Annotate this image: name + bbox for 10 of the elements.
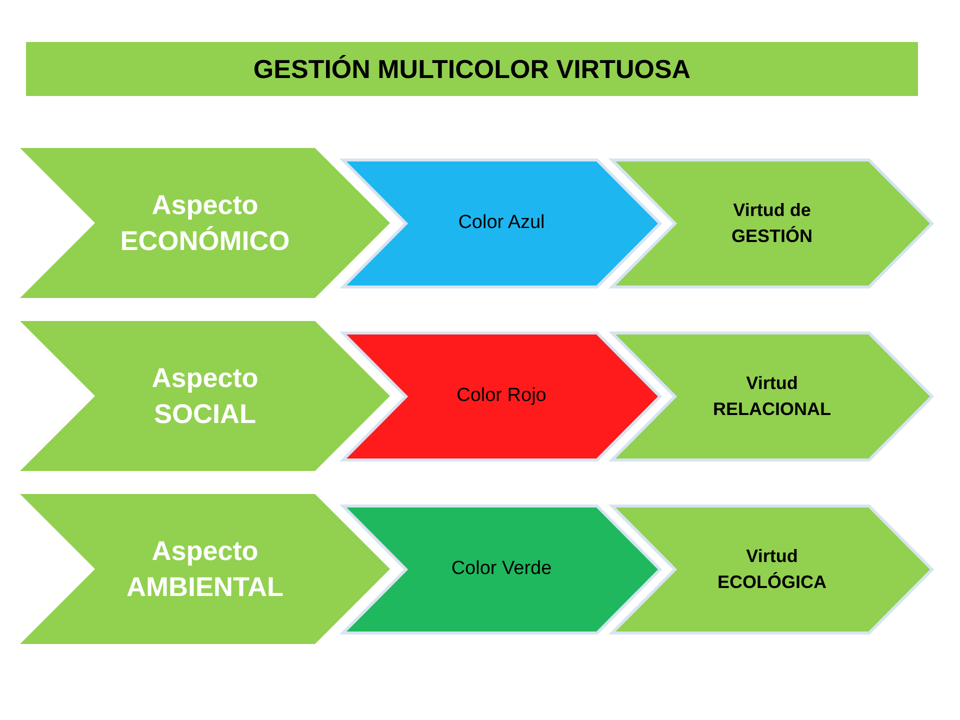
chevron-label: Aspecto AMBIENTAL [126,534,284,604]
chevron-label: Virtud RELACIONAL [712,372,832,420]
chevron-label: Aspecto ECONÓMICO [120,188,290,258]
chevron-label: Aspecto SOCIAL [152,362,258,431]
chevron-label: Color Azul [458,211,545,236]
chevron-label: Virtud ECOLÓGICA [716,545,828,594]
chevron-label: Color Verde [451,557,552,582]
chevron-label: Color Rojo [456,384,546,408]
chevron-label: Virtud de GESTIÓN [730,199,814,248]
diagram-title: GESTIÓN MULTICOLOR VIRTUOSA [253,52,691,86]
